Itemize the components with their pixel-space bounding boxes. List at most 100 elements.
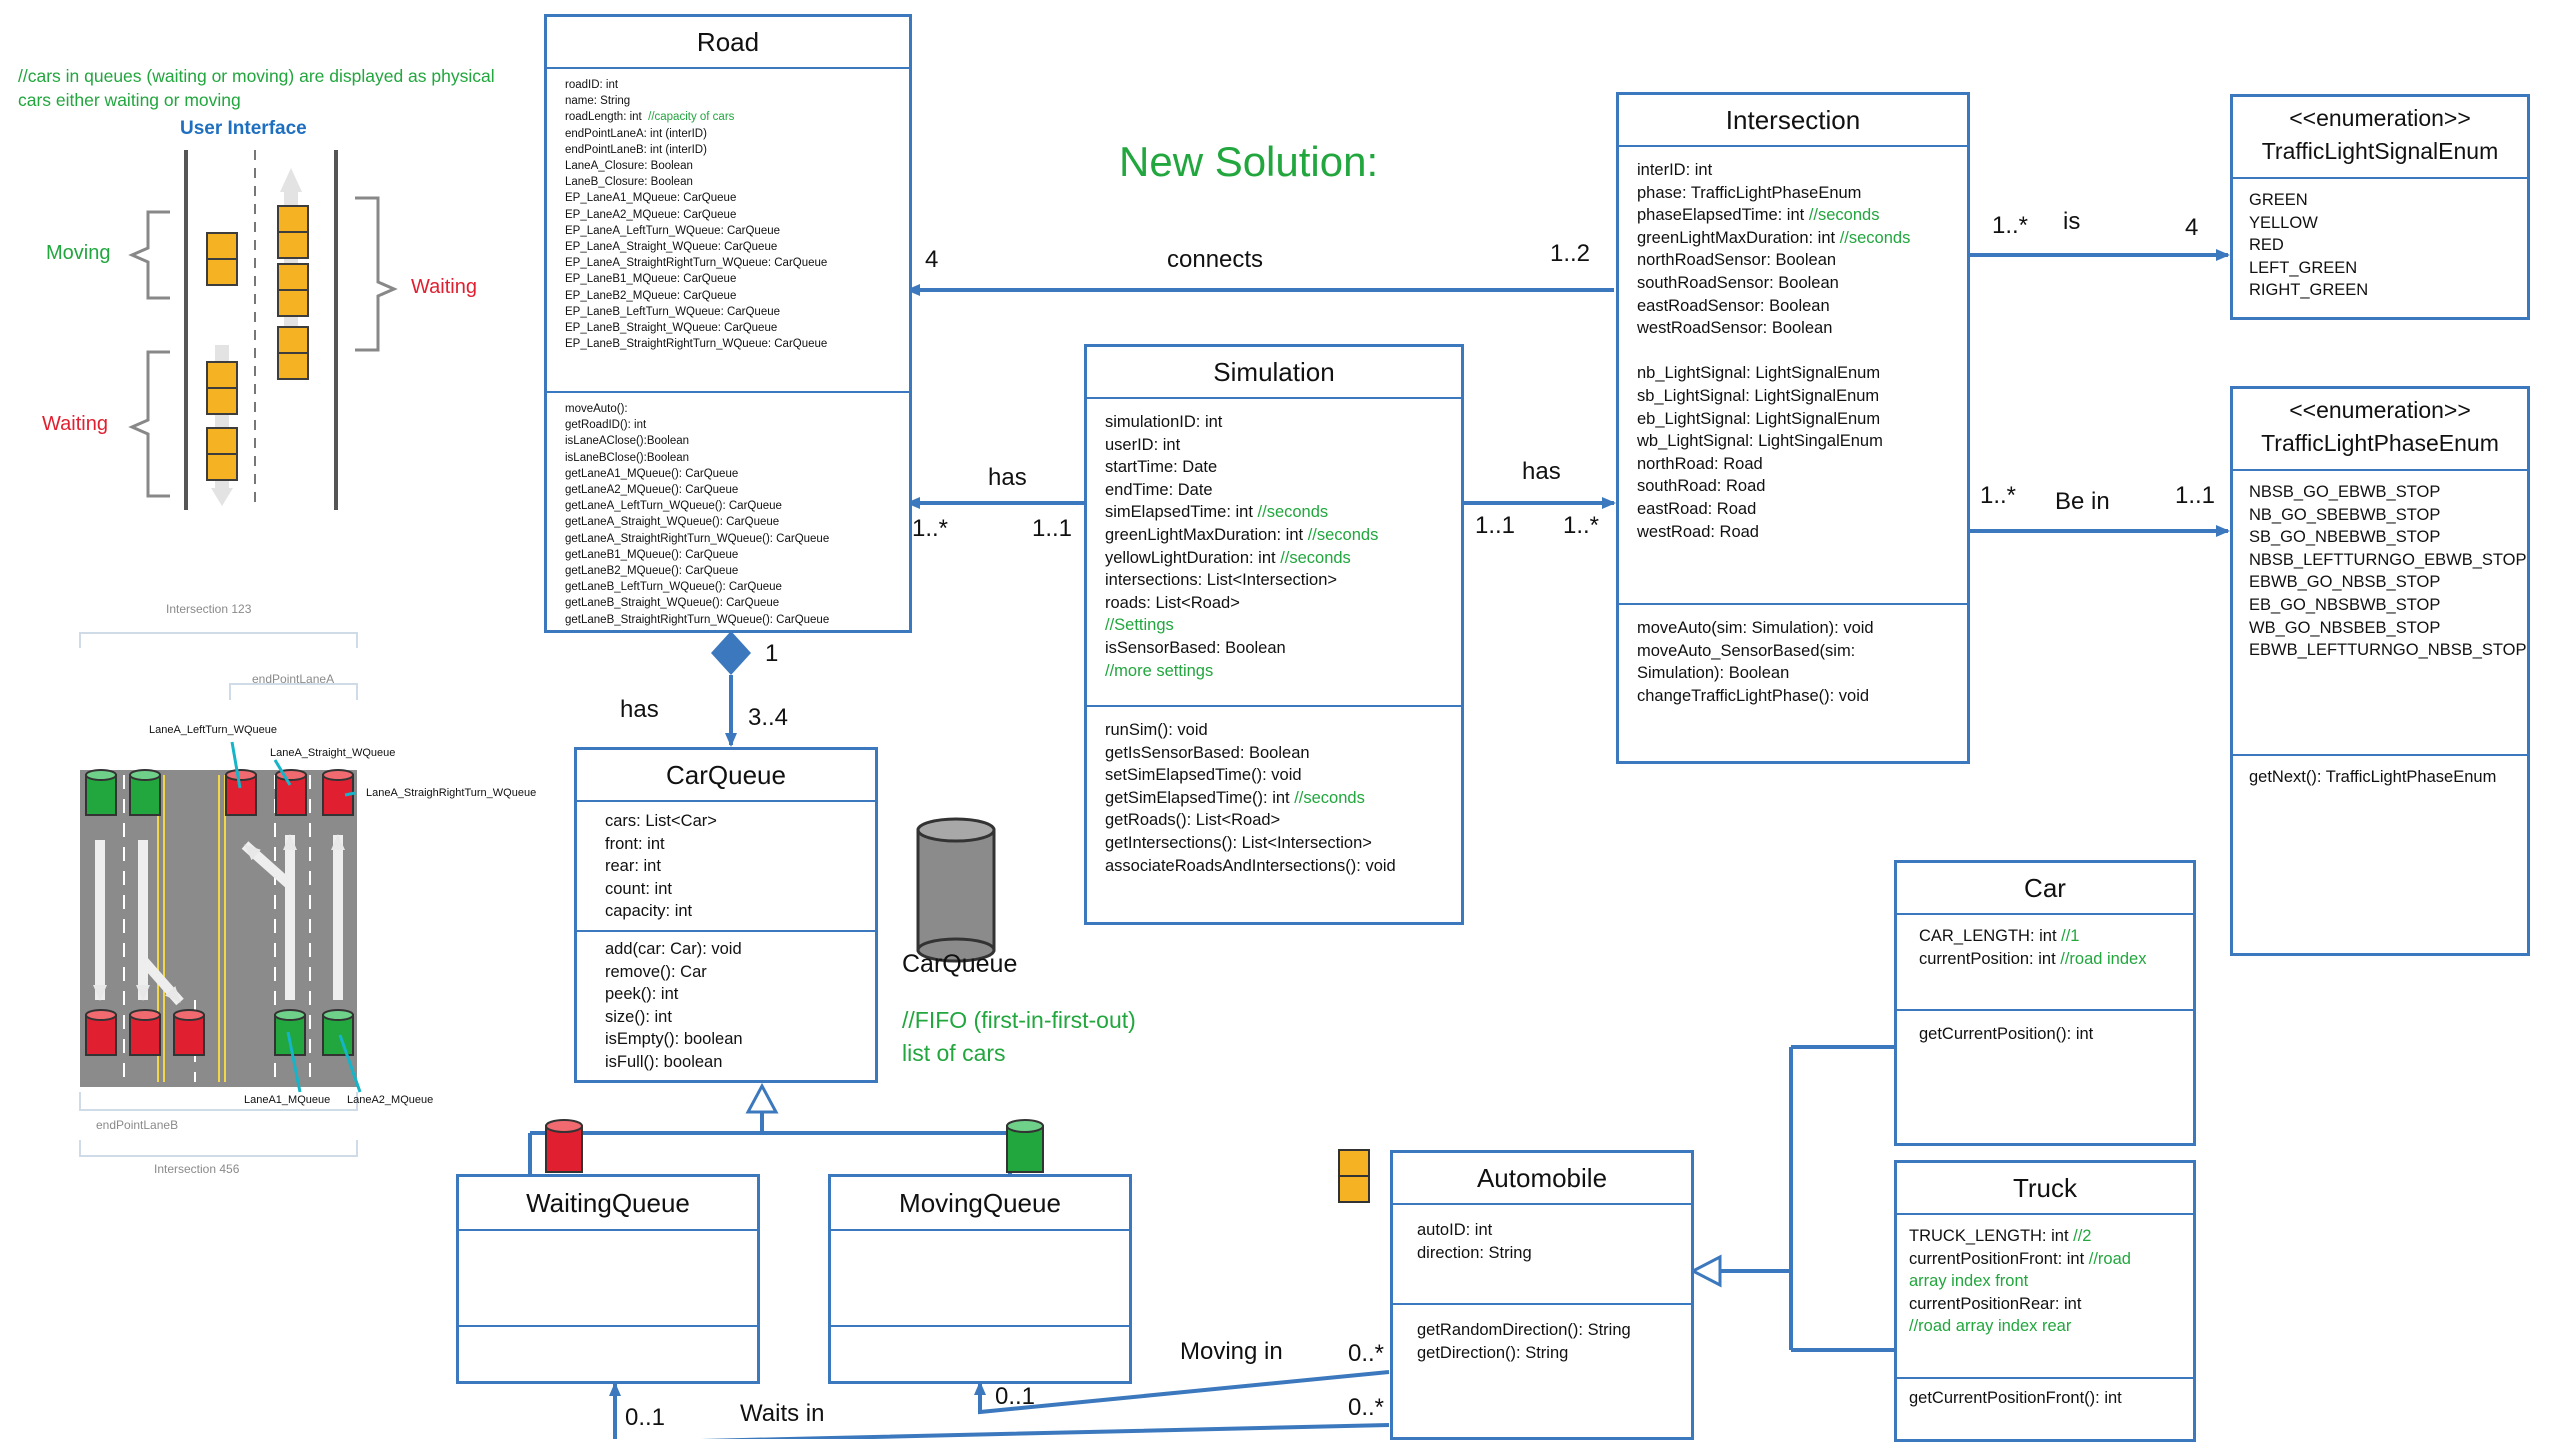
- member-row: name: String: [565, 93, 891, 109]
- member-row: yellowLightDuration: int //seconds: [1105, 547, 1443, 570]
- member-text: getLaneA2_MQueue(): CarQueue: [565, 484, 739, 497]
- member-comment: //seconds: [1839, 228, 1911, 247]
- member-text: getDirection(): String: [1417, 1343, 1569, 1362]
- member-text: westRoad: Road: [1637, 522, 1759, 541]
- member-row: getNext(): TrafficLightPhaseEnum: [2249, 766, 2511, 789]
- member-row: roadLength: int //capacity of cars: [565, 109, 891, 125]
- road-class-name: Road: [547, 17, 909, 69]
- member-text: isSensorBased: Boolean: [1105, 638, 1286, 657]
- member-row: sb_LightSignal: LightSignalEnum: [1637, 385, 1949, 408]
- member-text: LaneB_Closure: Boolean: [565, 176, 693, 189]
- member-row: phase: TrafficLightPhaseEnum: [1637, 182, 1949, 205]
- carqueue-cylinder-icon: [916, 817, 996, 963]
- member-row: intersections: List<Intersection>: [1105, 569, 1443, 592]
- member-row: RIGHT_GREEN: [2249, 279, 2511, 302]
- member-text: getLaneB1_MQueue(): CarQueue: [565, 548, 739, 561]
- member-row: getCurrentPosition(): int: [1919, 1023, 2171, 1046]
- member-row: userID: int: [1105, 434, 1443, 457]
- member-row: simulationID: int: [1105, 411, 1443, 434]
- intersection-class-name: Intersection: [1619, 95, 1967, 147]
- member-text: getLaneB_LeftTurn_WQueue(): CarQueue: [565, 581, 782, 594]
- member-row: TRUCK_LENGTH: int //2: [1909, 1225, 2181, 1248]
- member-text: startTime: Date: [1105, 458, 1218, 477]
- member-text: isLaneAClose():Boolean: [565, 435, 690, 448]
- member-row: isEmpty(): boolean: [605, 1028, 847, 1051]
- member-row: southRoad: Road: [1637, 475, 1949, 498]
- member-row: LaneA_Closure: Boolean: [565, 158, 891, 174]
- member-text: yellowLightDuration: int: [1105, 548, 1281, 567]
- member-text: EP_LaneB1_MQueue: CarQueue: [565, 273, 737, 286]
- member-text: getIsSensorBased: Boolean: [1105, 743, 1310, 762]
- member-row: GREEN: [2249, 189, 2511, 212]
- carqueue-note-label: CarQueue: [902, 950, 1018, 978]
- member-text: EP_LaneB_LeftTurn_WQueue: CarQueue: [565, 305, 781, 318]
- red-canister-icon: [545, 1119, 583, 1173]
- member-text: isEmpty(): boolean: [605, 1030, 743, 1049]
- sketch-top-label: Intersection 123: [166, 602, 252, 616]
- member-row: cars: List<Car>: [605, 810, 847, 833]
- waitingqueue-attributes: [459, 1231, 757, 1327]
- member-row: direction: String: [1417, 1242, 1667, 1265]
- member-text: cars: List<Car>: [605, 812, 717, 830]
- movingqueue-methods: [831, 1327, 1129, 1351]
- member-row: front: int: [605, 833, 847, 856]
- member-row: runSim(): void: [1105, 719, 1443, 742]
- sim-road-label: has: [988, 464, 1027, 491]
- member-row: Simulation): Boolean: [1637, 662, 1949, 685]
- member-row: //road array index rear: [1909, 1315, 2181, 1338]
- member-text: size(): int: [605, 1007, 672, 1026]
- member-text: LaneA_Closure: Boolean: [565, 160, 693, 173]
- waiting-right-label: Waiting: [411, 276, 477, 298]
- sketch-left-turn: LaneA_LeftTurn_WQueue: [149, 724, 278, 736]
- truck-class-name: Truck: [1897, 1163, 2193, 1215]
- member-text: simulationID: int: [1105, 413, 1223, 431]
- member-text: northRoad: Road: [1637, 454, 1763, 473]
- connects-source-mult: 1..2: [1550, 240, 1591, 267]
- member-text: RIGHT_GREEN: [2249, 281, 2369, 300]
- member-row: westRoadSensor: Boolean: [1637, 317, 1949, 340]
- moving-in-target-mult: 0..1: [995, 1383, 1036, 1410]
- sim-inter-source-mult: 1..1: [1475, 512, 1516, 539]
- member-text: greenLightMaxDuration: int: [1637, 228, 1840, 247]
- member-row: LaneB_Closure: Boolean: [565, 174, 891, 190]
- member-row: WB_GO_NBSBEB_STOP: [2249, 617, 2511, 640]
- member-row: getLaneB_StraightRightTurn_WQueue(): Car…: [565, 612, 891, 628]
- moving-label: Moving: [46, 242, 111, 264]
- waits-in-target-mult: 0..1: [625, 1404, 666, 1431]
- intersection-sketch: [79, 632, 362, 1157]
- member-text: getRoadID(): int: [565, 419, 647, 432]
- member-text: getLaneA_Straight_WQueue(): CarQueue: [565, 516, 780, 529]
- member-row: currentPositionFront: int //road: [1909, 1248, 2181, 1271]
- traffic-light-phase-enum: <<enumeration>> TrafficLightPhaseEnum NB…: [2230, 386, 2530, 956]
- member-row: wb_LightSignal: LightSingalEnum: [1637, 430, 1949, 453]
- member-row: EP_LaneA_Straight_WQueue: CarQueue: [565, 239, 891, 255]
- member-comment: //seconds: [1307, 525, 1379, 544]
- member-row: endTime: Date: [1105, 479, 1443, 502]
- member-row: CAR_LENGTH: int //1: [1919, 925, 2171, 948]
- member-row: startTime: Date: [1105, 456, 1443, 479]
- member-text: EB_GO_NBSBWB_STOP: [2249, 595, 2441, 614]
- member-row: getLaneA_LeftTurn_WQueue(): CarQueue: [565, 498, 891, 514]
- member-row: moveAuto():: [565, 401, 891, 417]
- member-row: size(): int: [605, 1006, 847, 1029]
- member-text: RED: [2249, 236, 2284, 255]
- member-comment: //seconds: [1294, 788, 1365, 807]
- member-text: associateRoadsAndIntersections(): void: [1105, 856, 1396, 875]
- member-row: getRoadID(): int: [565, 417, 891, 433]
- member-text: getRandomDirection(): String: [1417, 1321, 1631, 1339]
- member-text: getCurrentPositionFront(): int: [1909, 1389, 2122, 1407]
- member-row: getLaneB_Straight_WQueue(): CarQueue: [565, 595, 891, 611]
- be-in-label: Be in: [2055, 488, 2110, 515]
- member-row: add(car: Car): void: [605, 938, 847, 961]
- member-text: getLaneB_StraightRightTurn_WQueue(): Car…: [565, 613, 830, 626]
- ui-sketch: [128, 150, 398, 510]
- member-comment: //seconds: [1280, 548, 1351, 567]
- member-row: roads: List<Road>: [1105, 592, 1443, 615]
